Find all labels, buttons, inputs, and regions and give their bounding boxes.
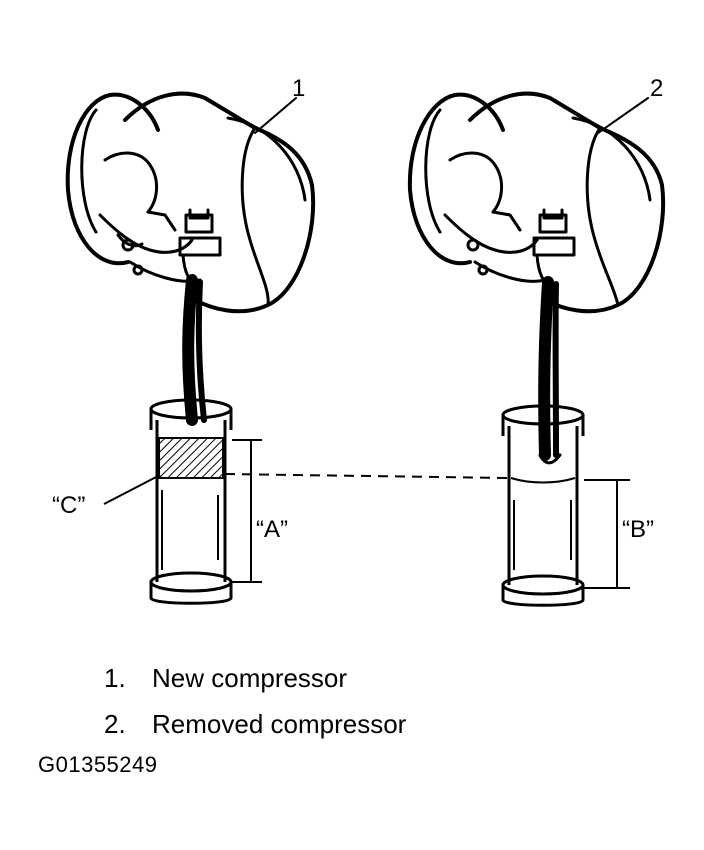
legend-text: New compressor bbox=[152, 663, 348, 693]
callout-b: “B” bbox=[622, 516, 654, 543]
legend-number: 2. bbox=[104, 709, 126, 739]
measurement-lines bbox=[103, 439, 630, 589]
removed-compressor-oil-container bbox=[501, 404, 585, 607]
callout-1: 1 bbox=[292, 75, 305, 102]
legend-item-new-compressor: 1. New compressor bbox=[104, 655, 406, 701]
legend-item-removed-compressor: 2. Removed compressor bbox=[104, 701, 406, 747]
callout-2: 2 bbox=[650, 75, 663, 102]
callout-a: “A” bbox=[256, 516, 288, 543]
callout-c: “C” bbox=[52, 492, 85, 519]
compressor-oil-diagram: 1 2 “A” “B” “C” bbox=[52, 75, 666, 607]
new-compressor-illustration bbox=[65, 91, 316, 426]
legend: 1. New compressor 2. Removed compressor bbox=[104, 655, 406, 747]
removed-compressor-illustration bbox=[407, 91, 666, 465]
legend-text: Removed compressor bbox=[152, 709, 407, 739]
figure-id: G01355249 bbox=[38, 752, 158, 777]
legend-number: 1. bbox=[104, 663, 126, 693]
new-compressor-oil-container bbox=[149, 398, 233, 605]
